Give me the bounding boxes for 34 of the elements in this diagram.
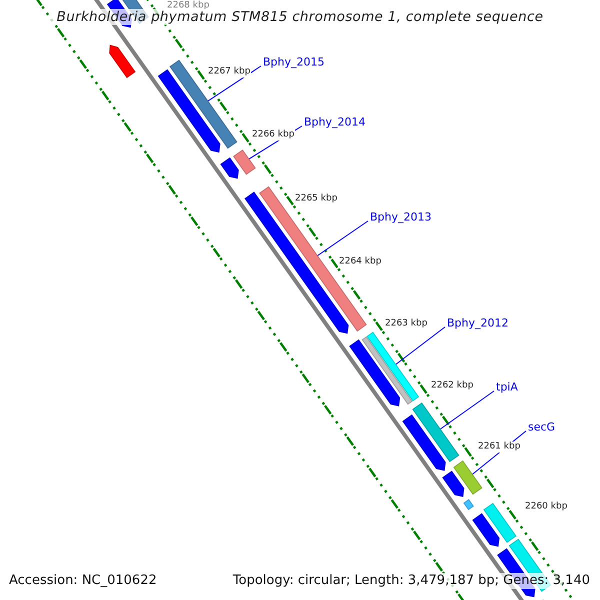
gene-label: Bphy_2014 (304, 115, 366, 129)
gene-bar (349, 339, 400, 406)
gene-bar (233, 150, 256, 175)
gene-bar (220, 157, 239, 179)
gene-bar (259, 186, 367, 332)
tick-label: 2262 kbp (430, 380, 474, 392)
leader-line (440, 390, 494, 430)
gene-label: secG (528, 420, 556, 434)
tick-label: 2265 kbp (294, 194, 338, 204)
tick-label: 2266 kbp (251, 130, 296, 140)
leader-line (395, 326, 446, 365)
gene-bar (483, 502, 517, 543)
gene-bar (362, 336, 413, 405)
leader-line (207, 66, 262, 102)
gene-label: Bphy_2015 (263, 55, 325, 69)
gene-bar (402, 414, 446, 471)
tick-label: 2263 kbp (384, 318, 428, 330)
gene-label: tpiA (496, 380, 518, 394)
genome-stats-text: Topology: circular; Length: 3,479,187 bp; Genes: 3,140 (232, 573, 590, 589)
gene-label: Bphy_2012 (447, 316, 509, 330)
gene-bar (109, 44, 136, 78)
leader-line (316, 220, 368, 256)
gene-label: Bphy_2013 (370, 210, 432, 224)
gene-bar (453, 460, 482, 495)
tick-label: 2264 kbp (338, 256, 382, 268)
gene-bar (472, 513, 500, 547)
gene-bar (442, 470, 464, 497)
tick-label: 2261 kbp (477, 442, 522, 452)
gene-bar (463, 499, 474, 510)
tick-label: 2267 kbp (207, 66, 252, 78)
gene-bar (412, 402, 460, 462)
tick-label: 2260 kbp (524, 502, 568, 512)
accession-text: Accession: NC_010622 (9, 573, 157, 589)
gene-bar (366, 332, 420, 402)
